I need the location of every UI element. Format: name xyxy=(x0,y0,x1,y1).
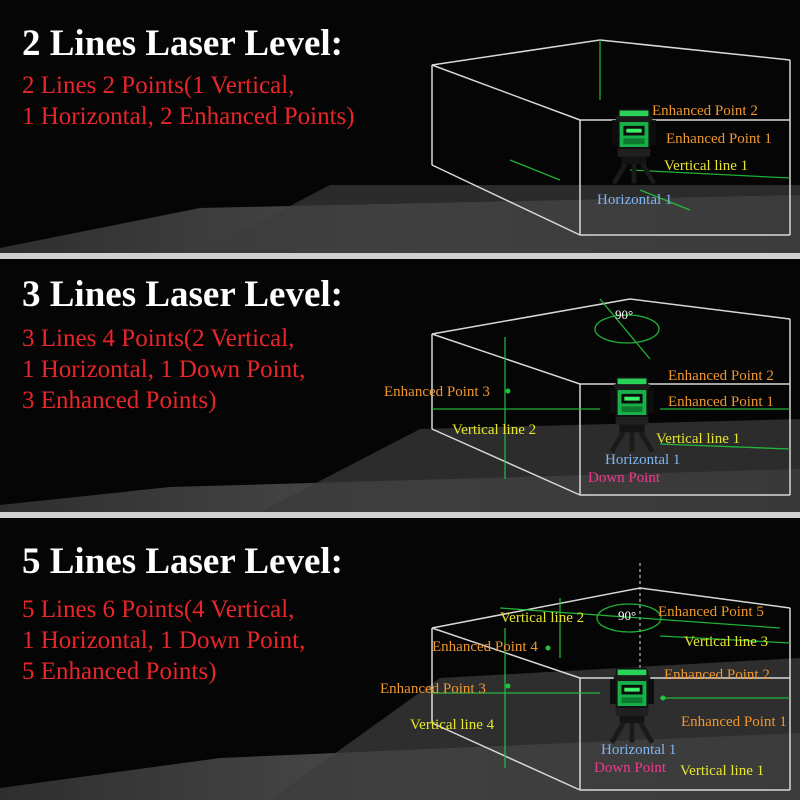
label-enhanced-point-3: Enhanced Point 3 xyxy=(380,681,486,697)
label-vertical-line-2: Vertical line 2 xyxy=(500,610,585,626)
label-vertical-line-2: Vertical line 2 xyxy=(452,422,537,438)
panel-1-scene xyxy=(0,0,800,253)
label-enhanced-point-2: Enhanced Point 2 xyxy=(664,667,770,683)
panel-1-description: 2 Lines 2 Points(1 Vertical, 1 Horizonta… xyxy=(22,70,355,132)
label-horizontal-1: Horizontal 1 xyxy=(605,452,681,468)
panel-2-description-line: 1 Horizontal, 1 Down Point, xyxy=(22,356,306,383)
panel-3-lines: 3 Lines Laser Level: 3 Lines 4 Points(2 … xyxy=(0,259,800,512)
panel-3-box xyxy=(431,563,791,791)
panel-1-title: 2 Lines Laser Level: xyxy=(22,23,343,64)
label-enhanced-point-5: Enhanced Point 5 xyxy=(658,604,764,620)
label-down-point: Down Point xyxy=(588,470,661,486)
panel-2-scene xyxy=(0,259,800,512)
panel-divider xyxy=(0,512,800,518)
panel-2-description-line: 3 Enhanced Points) xyxy=(22,387,217,414)
panel-3-description: 5 Lines 6 Points(4 Vertical, 1 Horizonta… xyxy=(22,594,305,687)
panel-3-scene xyxy=(0,518,800,800)
label-vertical-line-1: Vertical line 1 xyxy=(680,763,765,779)
laser-level-device-icon xyxy=(608,666,656,746)
label-enhanced-point-1: Enhanced Point 1 xyxy=(666,131,772,147)
panel-2-box xyxy=(431,298,791,496)
label-angle-90: 90° xyxy=(618,608,637,623)
ninety-degree-arc-icon xyxy=(596,603,662,633)
label-horizontal-1: Horizontal 1 xyxy=(601,742,677,758)
panel-1-box xyxy=(431,39,791,236)
panel-3-description-line: 5 Lines 6 Points(4 Vertical, xyxy=(22,596,295,623)
panel-2-title: 3 Lines Laser Level: xyxy=(22,274,343,315)
label-enhanced-point-1: Enhanced Point 1 xyxy=(681,714,787,730)
label-vertical-line-1: Vertical line 1 xyxy=(656,431,741,447)
label-enhanced-point-4: Enhanced Point 4 xyxy=(432,639,538,655)
label-angle-90: 90° xyxy=(615,307,634,322)
panel-2-description-line: 3 Lines 4 Points(2 Vertical, xyxy=(22,325,295,352)
label-vertical-line-1: Vertical line 1 xyxy=(664,158,749,174)
laser-level-device-icon xyxy=(608,375,656,455)
panel-1-description-line: 1 Horizontal, 2 Enhanced Points) xyxy=(22,103,355,130)
label-vertical-line-4: Vertical line 4 xyxy=(410,717,495,733)
label-enhanced-point-1: Enhanced Point 1 xyxy=(668,394,774,410)
panel-5-lines: 5 Lines Laser Level: 5 Lines 6 Points(4 … xyxy=(0,518,800,800)
panel-divider xyxy=(0,253,800,259)
panel-2-description: 3 Lines 4 Points(2 Vertical, 1 Horizonta… xyxy=(22,323,305,416)
panel-3-description-line: 1 Horizontal, 1 Down Point, xyxy=(22,627,306,654)
label-vertical-line-3: Vertical line 3 xyxy=(684,634,769,650)
label-enhanced-point-3: Enhanced Point 3 xyxy=(384,384,490,400)
panel-3-title: 5 Lines Laser Level: xyxy=(22,541,343,582)
label-enhanced-point-2: Enhanced Point 2 xyxy=(652,103,758,119)
label-horizontal-1: Horizontal 1 xyxy=(597,192,673,208)
label-down-point: Down Point xyxy=(594,760,667,776)
ninety-degree-arc-icon xyxy=(594,314,660,344)
label-enhanced-point-2: Enhanced Point 2 xyxy=(668,368,774,384)
laser-level-device-icon xyxy=(610,108,658,186)
panel-2-lines: 2 Lines Laser Level: 2 Lines 2 Points(1 … xyxy=(0,0,800,253)
panel-1-description-line: 2 Lines 2 Points(1 Vertical, xyxy=(22,72,295,99)
panel-3-description-line: 5 Enhanced Points) xyxy=(22,658,217,685)
